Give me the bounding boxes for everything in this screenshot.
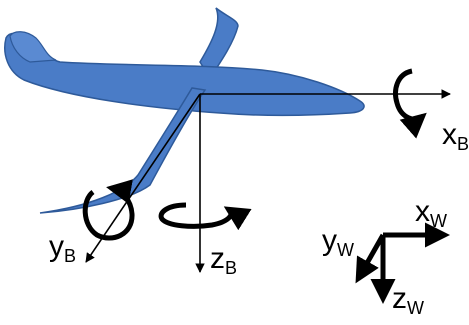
aircraft-tail-fin	[9, 31, 57, 63]
world-frame: xW yW zW	[322, 195, 450, 318]
yaw-rotation-icon	[158, 202, 252, 231]
roll-rotation-icon	[393, 68, 427, 139]
aircraft-far-wing	[199, 7, 239, 80]
pitch-rotation-icon	[82, 179, 135, 241]
body-x-label: xB	[442, 118, 469, 154]
world-y-axis	[355, 233, 386, 284]
world-x-label: xW	[415, 195, 447, 231]
body-y-label: yB	[49, 230, 76, 266]
world-y-label: yW	[322, 224, 354, 260]
body-frame: xB yB zB	[49, 68, 469, 278]
body-y-axis	[85, 93, 201, 263]
aircraft-illustration	[4, 7, 365, 214]
world-z-label: zW	[392, 282, 424, 318]
body-z-label: zB	[210, 242, 237, 278]
